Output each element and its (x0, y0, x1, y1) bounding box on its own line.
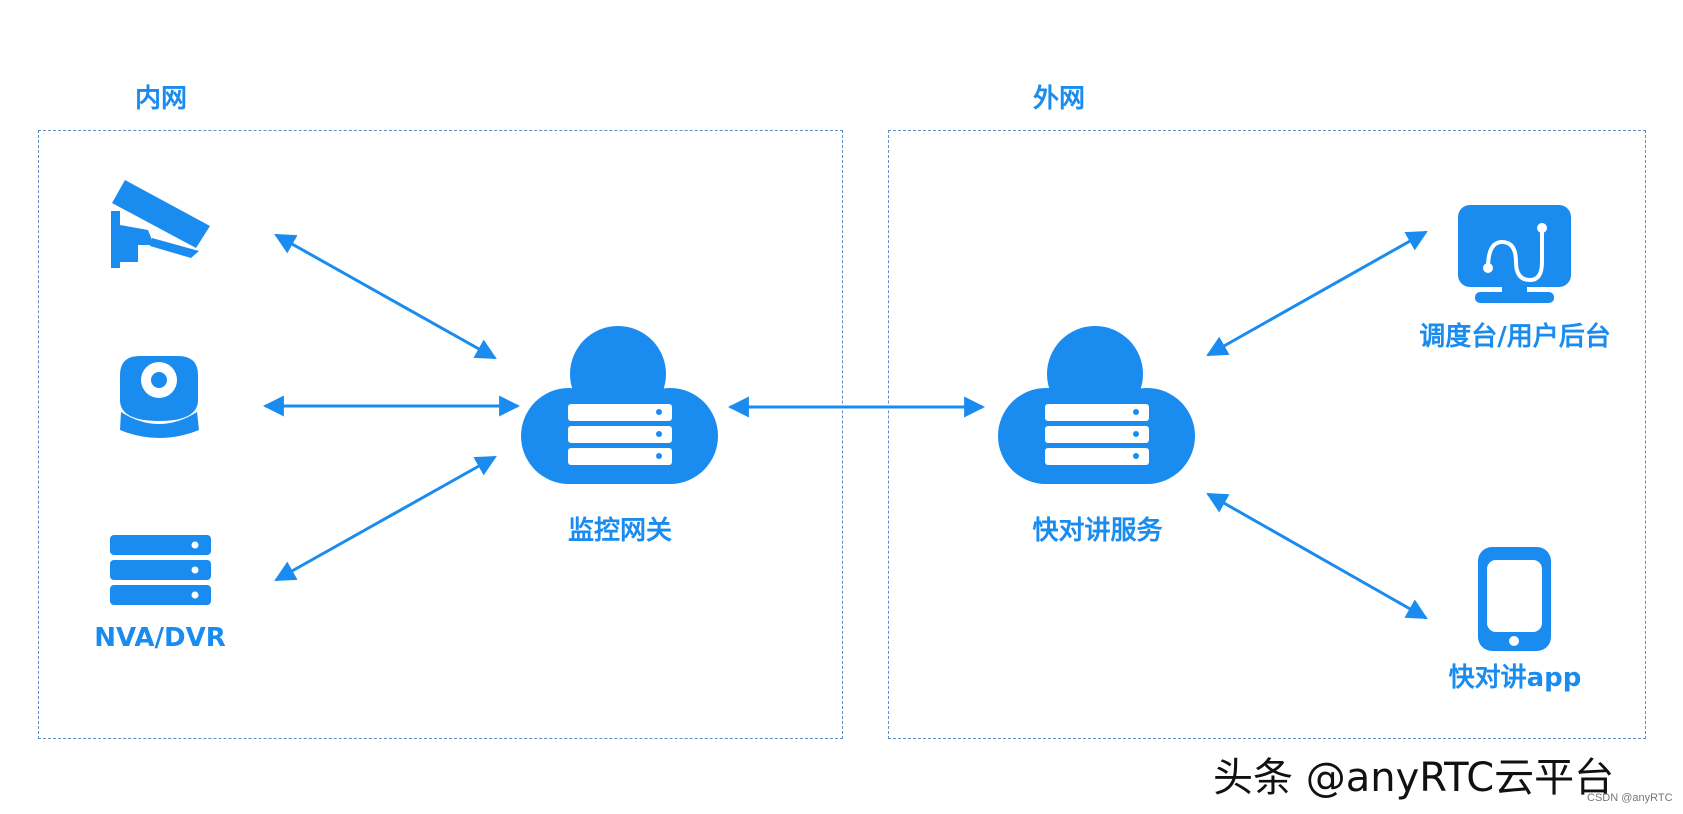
gateway-label: 监控网关 (567, 516, 672, 546)
inner-network-title: 内网 (135, 84, 188, 114)
cctv-camera-icon (111, 180, 210, 268)
smartphone-icon (1478, 547, 1551, 651)
watermark-csdn: CSDN @anyRTC (1587, 792, 1673, 804)
nvr-label: NVA/DVR (94, 623, 226, 653)
ptt-service-cloud-server-icon (998, 326, 1195, 484)
app-label: 快对讲app (1448, 663, 1582, 693)
arrow-service-app (1206, 492, 1428, 620)
dispatch-label: 调度台/用户后台 (1419, 322, 1611, 352)
outer-network-title: 外网 (1033, 84, 1086, 114)
arrow-nvr-gateway (274, 455, 497, 582)
inner-network-zone (38, 130, 843, 739)
watermark-toutiao: 头条 @anyRTC云平台 (1213, 755, 1615, 801)
ptt-service-label: 快对讲服务 (1032, 516, 1163, 546)
arrow-camera-gateway (274, 233, 497, 360)
monitor-icon (1458, 205, 1571, 303)
server-stack-icon (110, 535, 211, 605)
arrow-service-dispatch (1206, 230, 1428, 357)
dome-camera-icon (120, 356, 199, 438)
gateway-cloud-server-icon (521, 326, 718, 484)
outer-network-zone (888, 130, 1646, 739)
